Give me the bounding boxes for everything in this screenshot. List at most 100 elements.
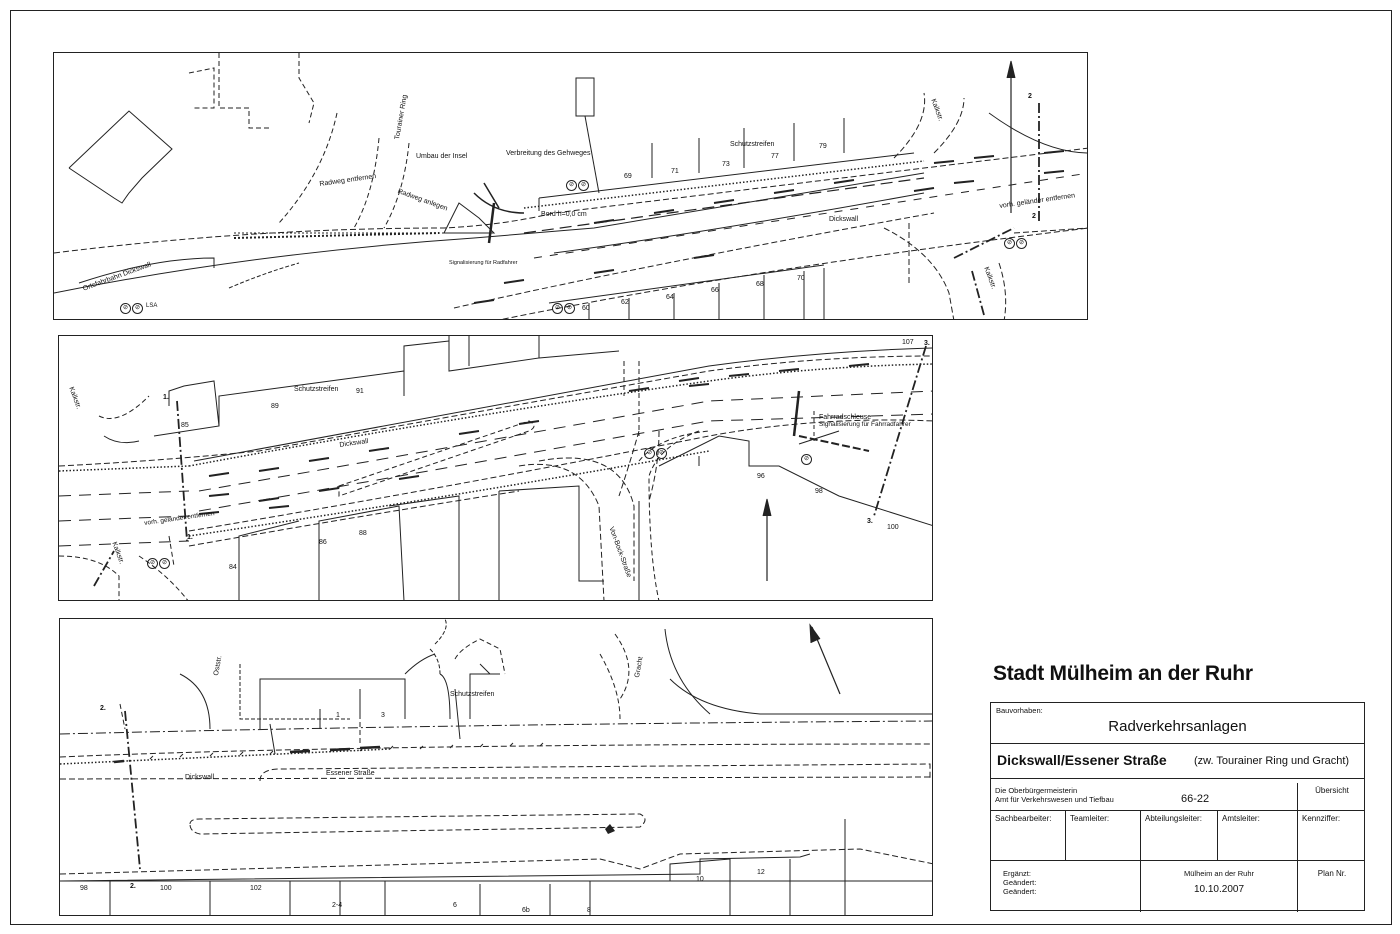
section-mark: 1. (163, 394, 169, 401)
bicycle-sign-icon: ⊘ (1016, 238, 1027, 249)
amtsleiter-label: Amtsleiter: (1218, 811, 1298, 860)
annotation-schutzstreifen: Schutzstreifen (450, 691, 495, 698)
house-number: 89 (271, 403, 279, 410)
title-block-date-row: Ergänzt: Geändert: Geändert: Mülheim an … (991, 861, 1364, 912)
house-number: 79 (819, 143, 827, 150)
plan-nr-label: Plan Nr. (1317, 869, 1347, 878)
revision-cell: Ergänzt: Geändert: Geändert: (991, 861, 1141, 912)
annotation-schutzstreifen: Schutzstreifen (730, 141, 775, 148)
bicycle-sign-icon: ⊘ (801, 454, 812, 465)
title-block-signature-row: Sachbearbeiter: Teamleiter: Abteilungsle… (991, 811, 1364, 861)
panel-2-drawing (59, 336, 932, 600)
office-number: 66-22 (1181, 793, 1210, 805)
house-number: 60 (582, 305, 590, 312)
geaendert-label-1: Geändert: (1003, 878, 1037, 887)
street-label-dickswall: Dickswall (829, 216, 859, 223)
house-number: 8 (587, 907, 591, 914)
house-number: 98 (815, 488, 823, 495)
date: 10.10.2007 (1193, 884, 1245, 895)
sachbearbeiter-label: Sachbearbeiter: (991, 811, 1066, 860)
annotation-lsa: LSA (146, 303, 158, 309)
house-number: 84 (229, 564, 237, 571)
section-mark: 1. (187, 534, 193, 541)
house-number: 3 (381, 712, 385, 719)
drawing-sheet-frame (10, 10, 1392, 925)
bicycle-sign-icon: ⊘ (552, 303, 563, 314)
house-number: 85 (181, 422, 189, 429)
house-number: 71 (671, 168, 679, 175)
city-title: Stadt Mülheim an der Ruhr (993, 662, 1253, 685)
house-number: 86 (319, 539, 327, 546)
house-number: 107 (902, 339, 914, 346)
bicycle-sign-icon: ⊘ (566, 180, 577, 191)
bicycle-sign-icon: ⊘ (564, 303, 575, 314)
house-number: 102 (250, 885, 262, 892)
ergaenzt-label: Ergänzt: (1003, 869, 1031, 878)
house-number: 2-4 (332, 902, 343, 909)
teamleiter-label: Teamleiter: (1066, 811, 1141, 860)
house-number: 98 (80, 885, 88, 892)
house-number: 100 (160, 885, 172, 892)
panel-3-drawing (60, 619, 932, 915)
section-mark: 2 (1032, 213, 1036, 220)
authority-line-1: Die Oberbürgermeisterin (995, 786, 1078, 795)
section-mark: 3. (867, 518, 873, 525)
annotation-verbreitung-gehweg: Verbreitung des Gehweges (506, 150, 591, 157)
house-number: 64 (666, 294, 674, 301)
plan-panel-2: Kalkstr. Dickswall Von-Bock-Straße Kalks… (58, 335, 933, 601)
kennziffer-label: Kennziffer: (1302, 814, 1341, 823)
annotation-signalisierung: Signalisierung für Radfahrer (449, 260, 518, 266)
bauvorhaben-label: Bauvorhaben: (996, 706, 1043, 715)
house-number: 6 (453, 902, 457, 909)
bicycle-sign-icon: ⊘ (1004, 238, 1015, 249)
abteilungsleiter-label: Abteilungsleiter: (1141, 811, 1218, 860)
bicycle-sign-icon: ⊘ (120, 303, 131, 314)
annotation-signalisierung: Signalisierung für Fahrradfahrer (819, 421, 911, 428)
annotation-umbau-insel: Umbau der Insel (416, 153, 468, 160)
house-number: 91 (356, 388, 364, 395)
bicycle-sign-icon: ⊘ (644, 448, 655, 459)
house-number: 88 (359, 530, 367, 537)
title-block-authority-row: Die Oberbürgermeisterin Amt für Verkehrs… (991, 783, 1364, 811)
section-mark: 2. (100, 705, 106, 712)
house-number: 62 (621, 299, 629, 306)
section-mark: 3. (924, 340, 930, 347)
plan-panel-3: Oststr. Gracht Dickswall Essener Straße … (59, 618, 933, 916)
house-number: 10 (696, 876, 704, 883)
house-number: 6b (522, 907, 530, 914)
street-main: Dickswall/Essener Straße (997, 752, 1167, 768)
house-number: 100 (887, 524, 899, 531)
annotation-schutzstreifen: Schutzstreifen (294, 386, 339, 393)
annotation-bord: Bord h=0,0 cm (541, 211, 587, 218)
bicycle-sign-icon: ⊘ (578, 180, 589, 191)
plan-type: Übersicht (1315, 786, 1349, 795)
bicycle-sign-icon: ⊘ (159, 558, 170, 569)
title-block-project-row: Bauvorhaben: Radverkehrsanlagen (991, 703, 1364, 744)
house-number: 12 (757, 869, 765, 876)
house-number: 73 (722, 161, 730, 168)
plan-panel-1: Tourainer Ring Kalkstr. Dickswall Ortsfa… (53, 52, 1088, 320)
house-number: 1 (336, 712, 340, 719)
section-mark: 2 (1028, 93, 1032, 100)
street-label-dickswall: Dickswall (185, 774, 215, 781)
place: Mülheim an der Ruhr (1183, 869, 1255, 878)
place-date-cell: Mülheim an der Ruhr 10.10.2007 (1141, 861, 1298, 912)
authority-line-2: Amt für Verkehrswesen und Tiefbau (995, 795, 1114, 804)
title-block: Bauvorhaben: Radverkehrsanlagen Dickswal… (990, 702, 1365, 912)
geaendert-label-2: Geändert: (1003, 887, 1037, 896)
bicycle-sign-icon: ⊘ (656, 448, 667, 459)
house-number: 68 (756, 281, 764, 288)
authority-cell: Die Oberbürgermeisterin Amt für Verkehrs… (991, 783, 1298, 810)
street-sub: (zw. Tourainer Ring und Gracht) (1194, 755, 1350, 767)
title-block-street-row: Dickswall/Essener Straße (zw. Tourainer … (991, 744, 1364, 779)
bicycle-sign-icon: ⊘ (147, 558, 158, 569)
section-mark: 2. (130, 883, 136, 890)
house-number: 96 (757, 473, 765, 480)
project-title: Radverkehrsanlagen (1108, 718, 1247, 735)
house-number: 69 (624, 173, 632, 180)
annotation-fahrradschleuse: Fahrradschleuse (819, 414, 872, 421)
street-label-essener-strasse: Essener Straße (326, 770, 375, 777)
house-number: 70 (797, 275, 805, 282)
bicycle-sign-icon: ⊘ (132, 303, 143, 314)
house-number: 77 (771, 153, 779, 160)
